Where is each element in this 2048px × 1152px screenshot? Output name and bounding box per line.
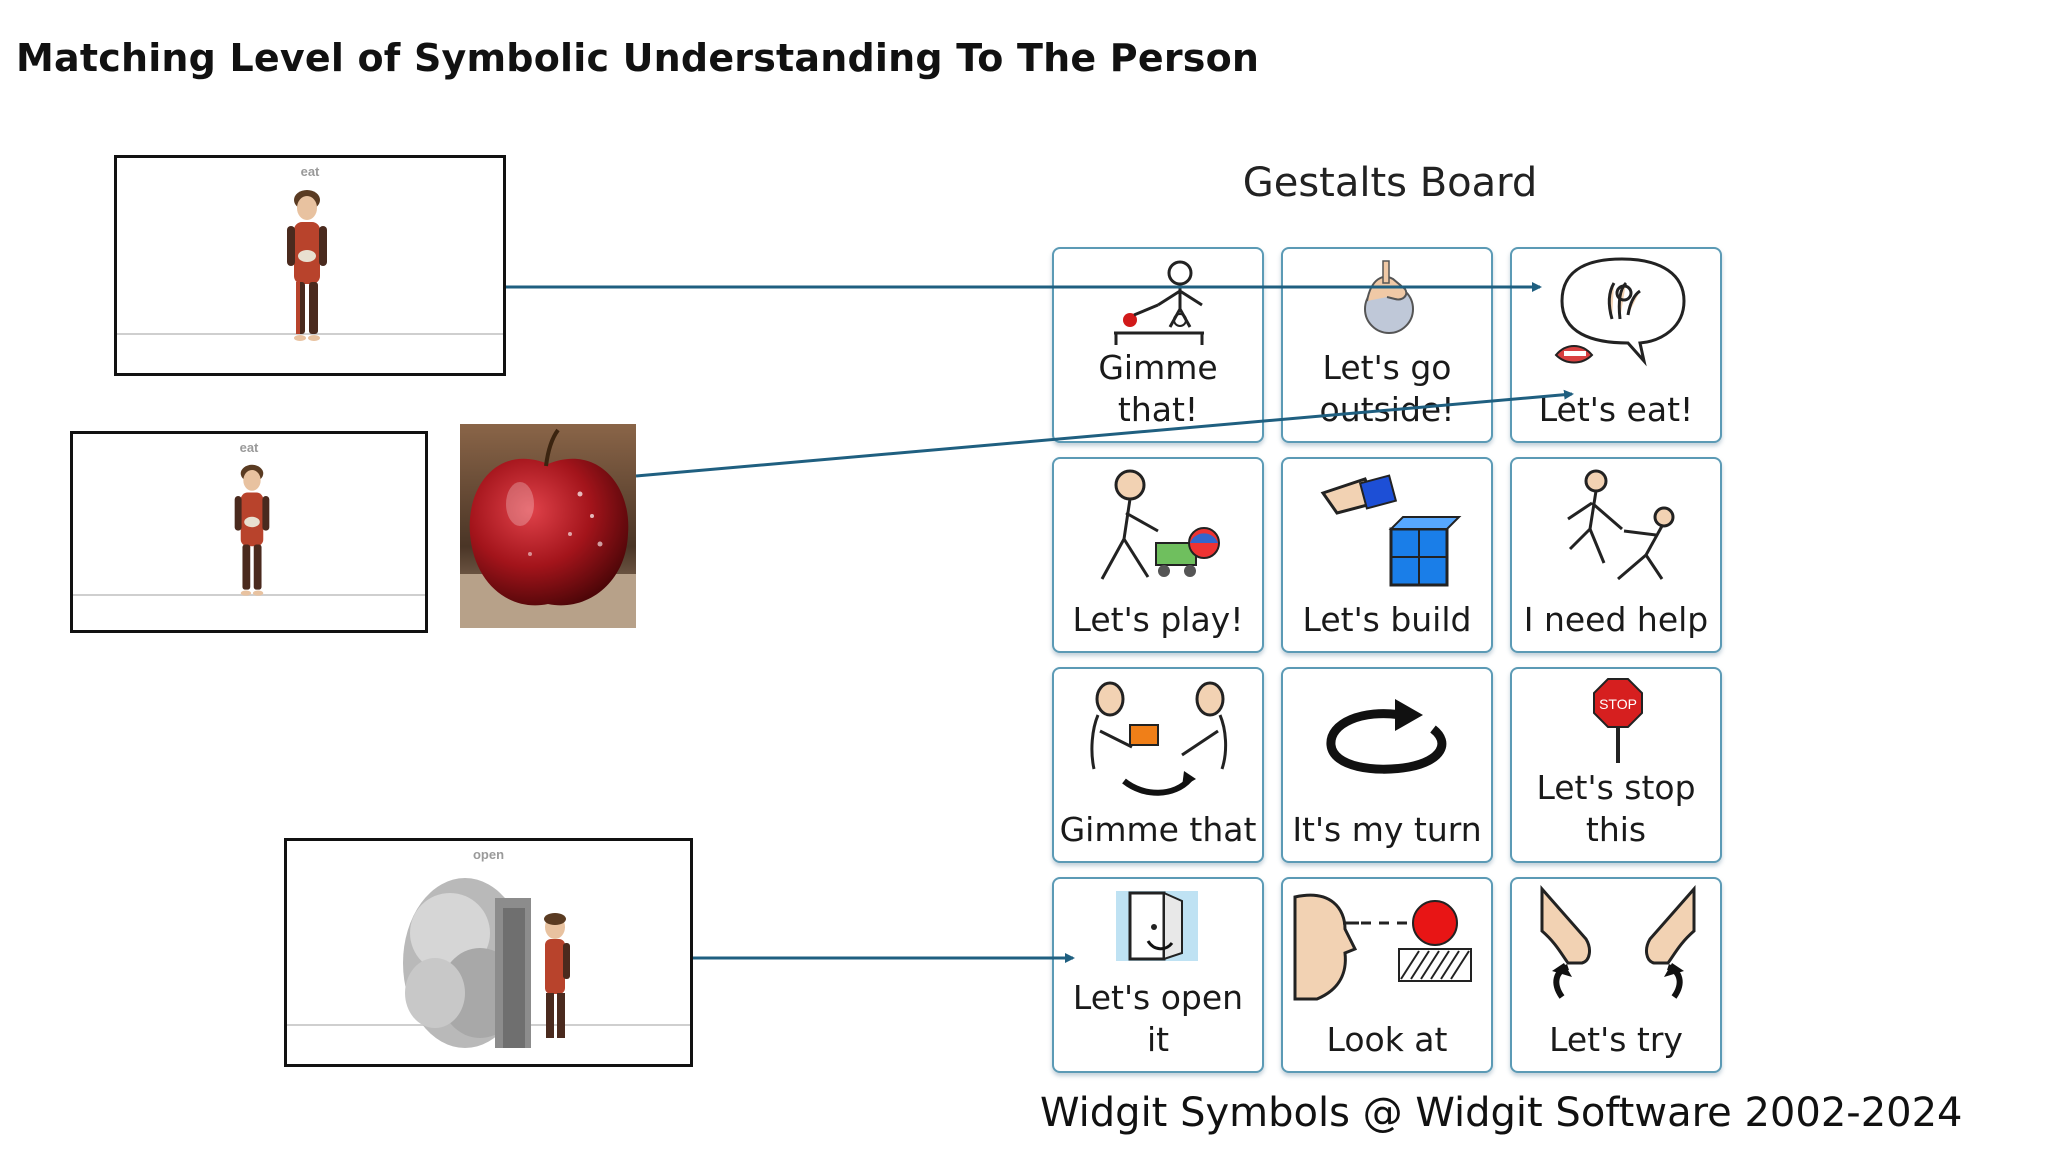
- tile-label: Let's go outside!: [1319, 348, 1455, 429]
- frame-caption: open: [472, 847, 505, 862]
- person-eating-figure: [234, 464, 270, 596]
- tile-lets-build[interactable]: Let's build: [1281, 457, 1493, 653]
- video-frame-eat-1: eat: [114, 155, 506, 376]
- svg-text:STOP: STOP: [1599, 696, 1637, 712]
- ground-line: [117, 333, 503, 335]
- play-cart-icon: [1100, 469, 1220, 580]
- tile-label: It's my turn: [1292, 810, 1482, 849]
- frame-caption: eat: [300, 164, 320, 179]
- tile-label: I need help: [1523, 600, 1709, 639]
- tile-look-at[interactable]: Look at: [1281, 877, 1493, 1073]
- video-frame-open: open: [284, 838, 693, 1067]
- tile-label: Let's stop this: [1536, 768, 1696, 849]
- tile-lets-go-outside[interactable]: Let's go outside!: [1281, 247, 1493, 443]
- board-title: Gestalts Board: [1242, 160, 1538, 206]
- apple-photo: [460, 424, 636, 628]
- tile-lets-open-it[interactable]: Let's open it: [1052, 877, 1264, 1073]
- symbol-credit: Widgit Symbols @ Widgit Software 2002-20…: [1040, 1090, 1963, 1136]
- frame-caption: eat: [239, 440, 259, 455]
- tile-label: Let's build: [1302, 600, 1472, 639]
- tile-label: Let's open it: [1072, 978, 1244, 1059]
- sign-eat-icon: [1554, 257, 1686, 367]
- tile-lets-stop-this[interactable]: STOP Let's stop this: [1510, 667, 1722, 863]
- tile-lets-eat[interactable]: Let's eat!: [1510, 247, 1722, 443]
- tile-lets-play[interactable]: Let's play!: [1052, 457, 1264, 653]
- tile-gimme-that[interactable]: Gimme that: [1052, 667, 1264, 863]
- person-eating-figure: [287, 190, 327, 341]
- give-object-icon: [1114, 260, 1204, 345]
- tile-its-my-turn[interactable]: It's my turn: [1281, 667, 1493, 863]
- tile-gimme-that-exclaim[interactable]: Gimme that!: [1052, 247, 1264, 443]
- tile-label: Gimme that!: [1098, 348, 1218, 429]
- tile-label: Let's eat!: [1538, 390, 1694, 429]
- video-frame-eat-2: eat: [70, 431, 428, 633]
- tile-label: Gimme that: [1059, 810, 1257, 849]
- help-people-icon: [1567, 469, 1675, 581]
- tile-label: Let's play!: [1072, 600, 1244, 639]
- turn-arrow-icon: [1326, 699, 1447, 774]
- tile-lets-try[interactable]: Let's try: [1510, 877, 1722, 1073]
- open-door-icon: [1116, 891, 1198, 961]
- hand-door-icon: [1364, 260, 1414, 334]
- tile-i-need-help[interactable]: I need help: [1510, 457, 1722, 653]
- look-at-icon: [1293, 893, 1472, 1001]
- rock-door-scene: [403, 878, 570, 1048]
- tile-label: Look at: [1326, 1020, 1448, 1059]
- stop-sign-icon: STOP: [1593, 678, 1643, 763]
- tile-label: Let's try: [1549, 1020, 1683, 1059]
- slide-title: Matching Level of Symbolic Understanding…: [16, 36, 1260, 80]
- try-hands-icon: [1540, 885, 1696, 999]
- exchange-icon: [1090, 681, 1228, 796]
- build-blocks-icon: [1320, 474, 1462, 587]
